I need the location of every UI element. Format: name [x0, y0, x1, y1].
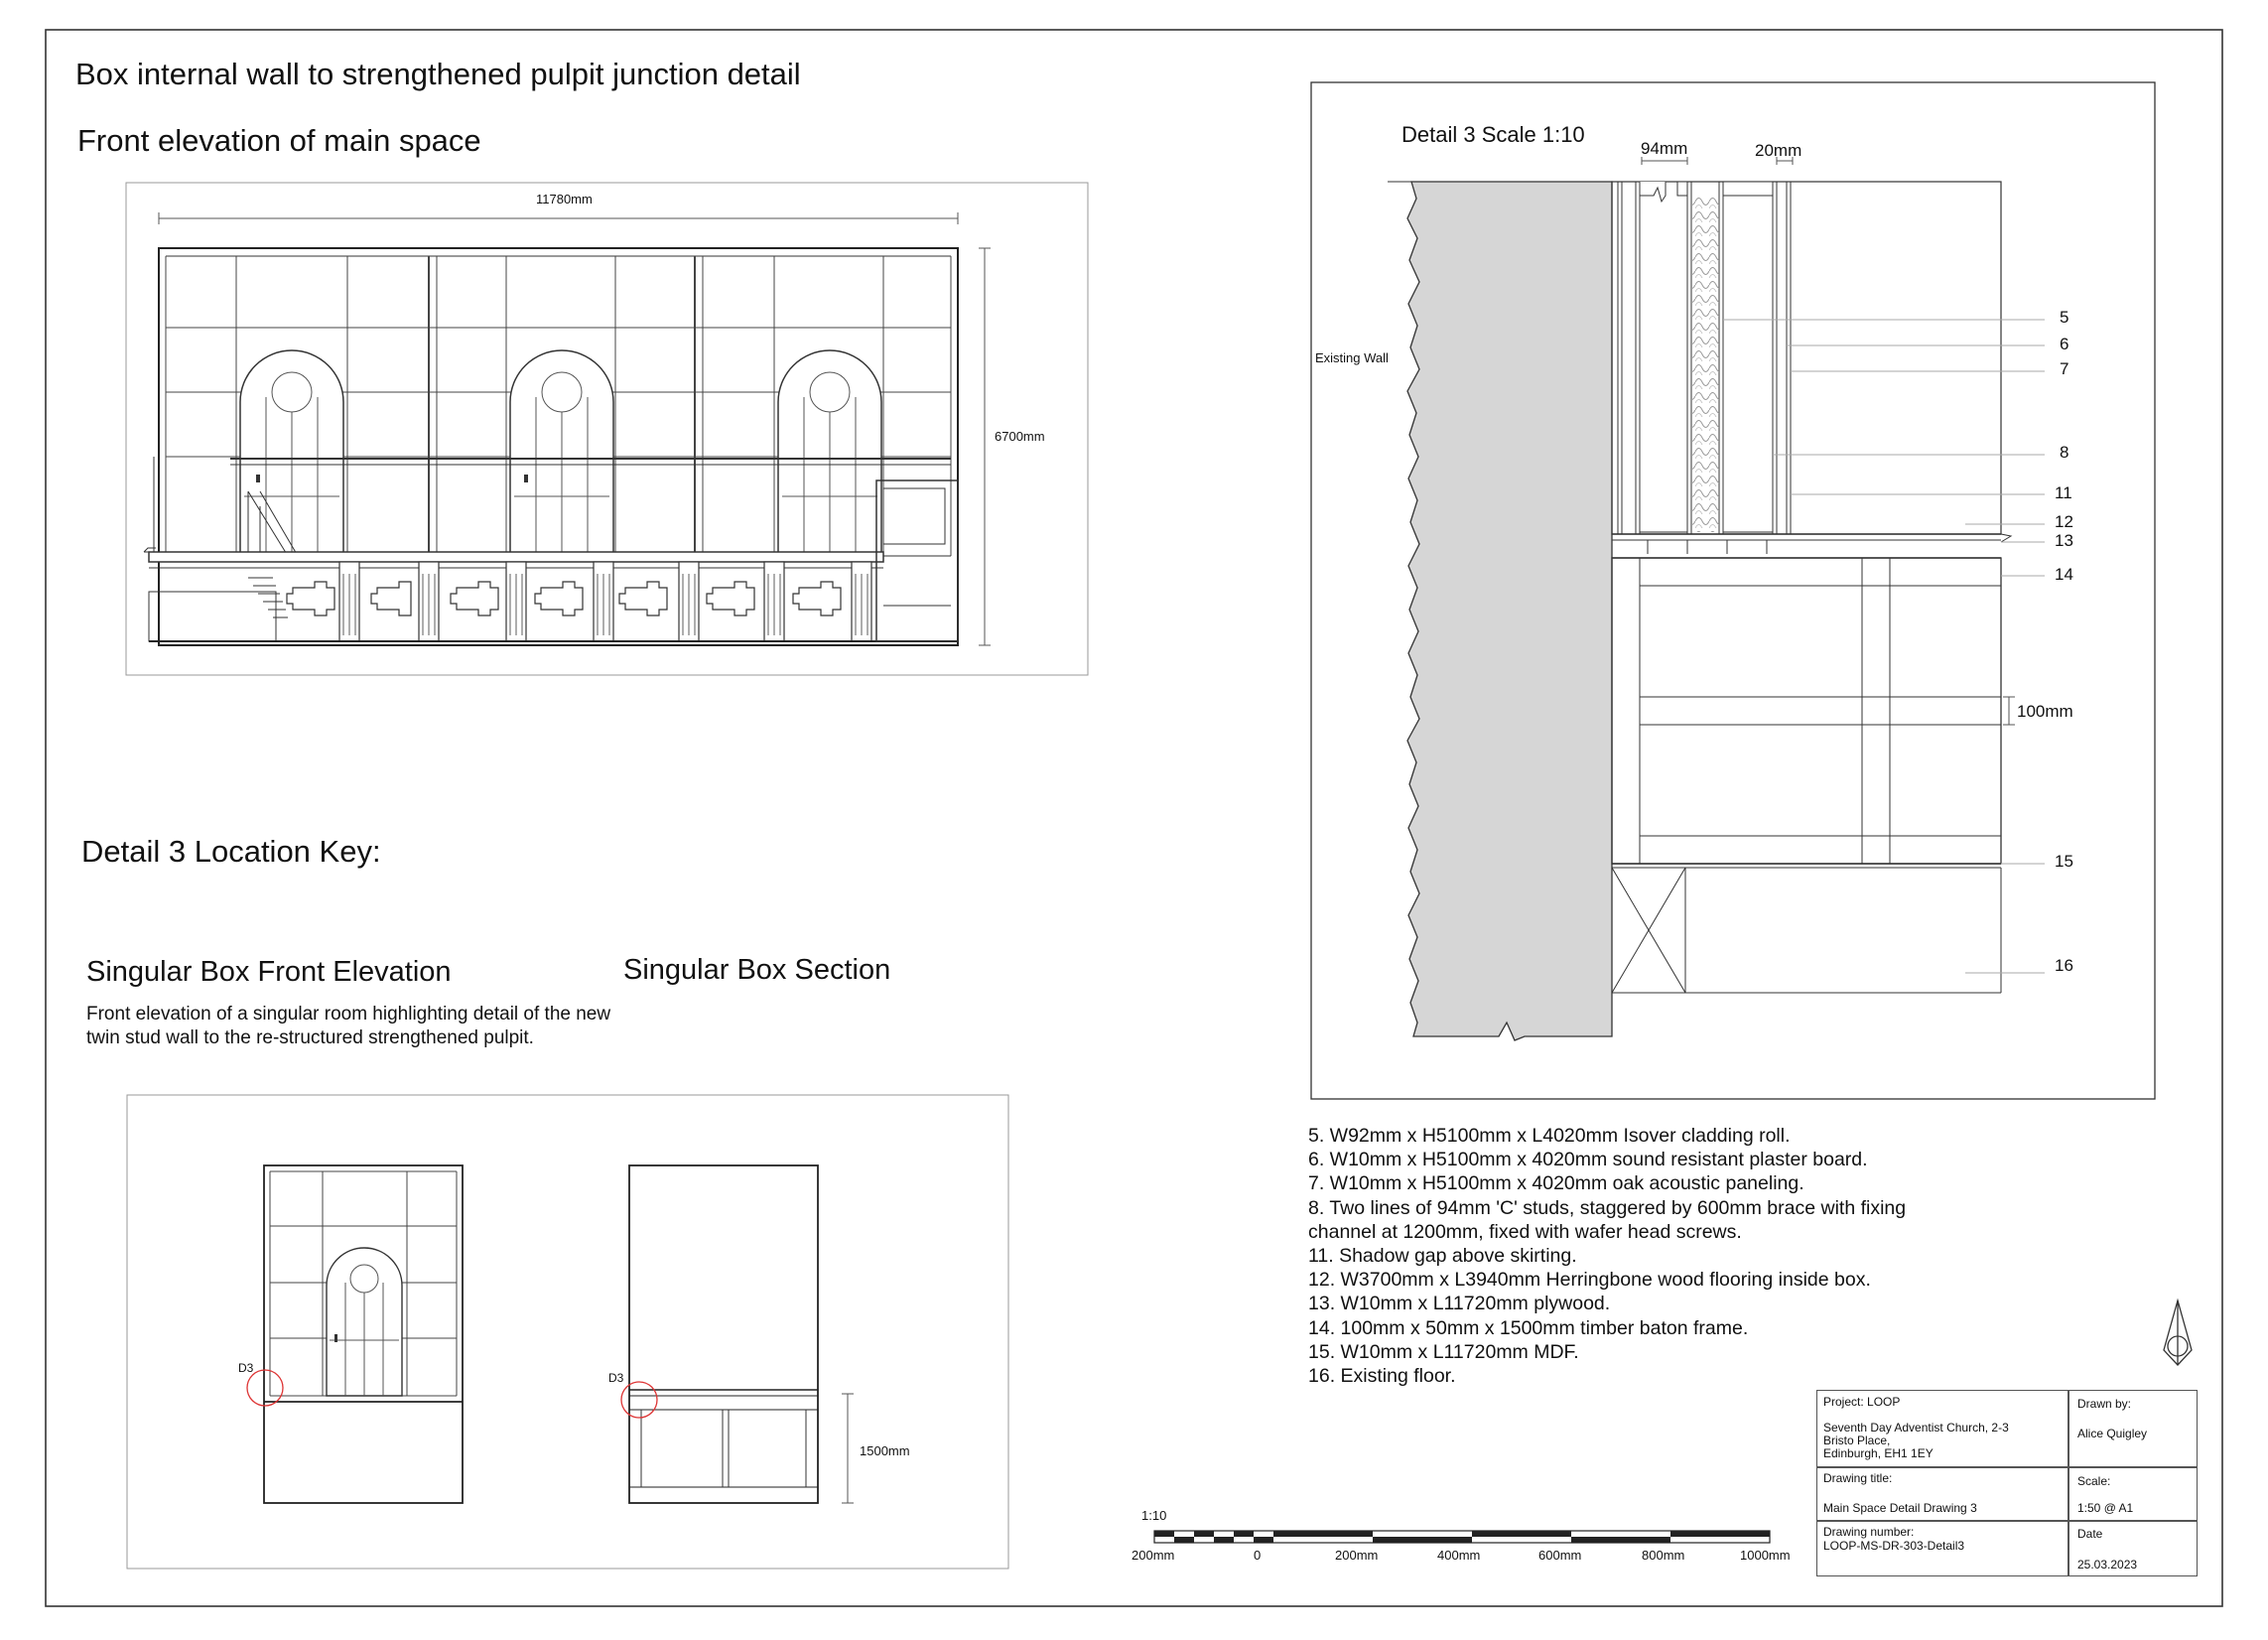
box-views-frame: [126, 1094, 1009, 1570]
elevation-height-dim: 6700mm: [995, 429, 1045, 444]
existing-wall-label: Existing Wall: [1315, 350, 1389, 365]
note-item: 12. W3700mm x L3940mm Herringbone wood f…: [1308, 1269, 1871, 1292]
note-item: 7. W10mm x H5100mm x 4020mm oak acoustic…: [1308, 1172, 1804, 1195]
scale-tick: 1000mm: [1740, 1548, 1791, 1563]
d3-marker-section: [620, 1381, 658, 1419]
callout-13: 13: [2055, 531, 2073, 550]
elevation-width-dim: 11780mm: [536, 192, 593, 206]
date-label: Date: [2077, 1527, 2103, 1541]
note-item: 5. W92mm x H5100mm x L4020mm Isover clad…: [1308, 1125, 1791, 1147]
project-name: Project: LOOP: [1823, 1395, 1901, 1409]
note-item: 8. Two lines of 94mm 'C' studs, staggere…: [1308, 1196, 1907, 1219]
insulation-layer: [1691, 195, 1719, 532]
callout-5: 5: [2060, 308, 2069, 327]
note-item: 11. Shadow gap above skirting.: [1308, 1245, 1577, 1268]
existing-wall: [1406, 181, 1613, 1041]
drawn-by-label: Drawn by:: [2077, 1397, 2132, 1411]
address-line: Edinburgh, EH1 1EY: [1823, 1446, 1934, 1460]
callout-14: 14: [2055, 565, 2073, 584]
address-line: Seventh Day Adventist Church, 2-3: [1823, 1421, 2009, 1435]
scale-value: 1:50 @ A1: [2077, 1501, 2134, 1515]
note-item: 16. Existing floor.: [1308, 1365, 1456, 1388]
address-line: Bristo Place,: [1823, 1434, 1891, 1447]
drawn-by-value: Alice Quigley: [2077, 1427, 2148, 1440]
box-section-drawing: [620, 1164, 854, 1504]
d3-marker-front: [246, 1369, 284, 1407]
note-item: 15. W10mm x L11720mm MDF.: [1308, 1340, 1579, 1363]
drawing-number-label: Drawing number:: [1823, 1525, 1915, 1539]
callout-16: 16: [2055, 956, 2073, 975]
scale-ratio: 1:10: [1141, 1508, 1167, 1523]
drawing-number-value: LOOP-MS-DR-303-Detail3: [1823, 1539, 1965, 1553]
elevation-frame: [125, 182, 1089, 676]
box-front-title: Singular Box Front Elevation: [86, 956, 452, 988]
detail-frame: [1310, 81, 2156, 1100]
box-section-title: Singular Box Section: [623, 954, 891, 986]
detail-3-drawing: [1310, 81, 2156, 1100]
note-item: 14. 100mm x 50mm x 1500mm timber baton f…: [1308, 1316, 1749, 1339]
scale-tick: 400mm: [1437, 1548, 1481, 1563]
panel-width-dim: 20mm: [1755, 141, 1802, 160]
date-value: 25.03.2023: [2077, 1558, 2138, 1572]
d3-label-front: D3: [238, 1361, 254, 1375]
drawing-title-label: Drawing title:: [1823, 1471, 1893, 1485]
drawing-title-value: Main Space Detail Drawing 3: [1823, 1501, 1977, 1515]
page-title: Box internal wall to strengthened pulpit…: [75, 57, 801, 91]
scale-tick: 0: [1254, 1548, 1262, 1563]
note-item: 13. W10mm x L11720mm plywood.: [1308, 1293, 1611, 1315]
callout-8: 8: [2060, 443, 2069, 462]
note-item: 6. W10mm x H5100mm x 4020mm sound resist…: [1308, 1149, 1868, 1171]
elevation-title: Front elevation of main space: [77, 123, 481, 158]
location-key-title: Detail 3 Location Key:: [81, 834, 381, 869]
scale-tick: 200mm: [1132, 1548, 1175, 1563]
box-description: Front elevation of a singular room highl…: [86, 1004, 611, 1048]
callout-15: 15: [2055, 852, 2073, 871]
d3-label-section: D3: [608, 1371, 624, 1385]
callout-6: 6: [2060, 335, 2069, 353]
callout-11: 11: [2055, 483, 2072, 502]
north-arrow-icon: [2163, 1298, 2193, 1366]
main-elevation-drawing: [125, 182, 1089, 676]
scale-bar: [1153, 1530, 1771, 1544]
title-block: Project: LOOP Seventh Day Adventist Chur…: [1816, 1390, 2198, 1576]
callout-7: 7: [2060, 359, 2069, 378]
box-front-elevation-drawing: [246, 1164, 464, 1504]
material-notes: 5. W92mm x H5100mm x L4020mm Isover clad…: [1308, 1124, 1906, 1388]
scale-tick: 600mm: [1538, 1548, 1582, 1563]
baton-dim: 100mm: [2017, 702, 2073, 721]
detail-title: Detail 3 Scale 1:10: [1401, 122, 1585, 147]
scale-tick: 800mm: [1642, 1548, 1685, 1563]
section-height-dim: 1500mm: [860, 1443, 910, 1458]
scale-tick: 200mm: [1335, 1548, 1379, 1563]
callout-12: 12: [2055, 512, 2073, 531]
scale-label: Scale:: [2077, 1474, 2111, 1488]
note-item: channel at 1200mm, fixed with wafer head…: [1308, 1220, 1742, 1243]
stud-width-dim: 94mm: [1641, 139, 1688, 158]
sheet-border: [45, 29, 2223, 1607]
